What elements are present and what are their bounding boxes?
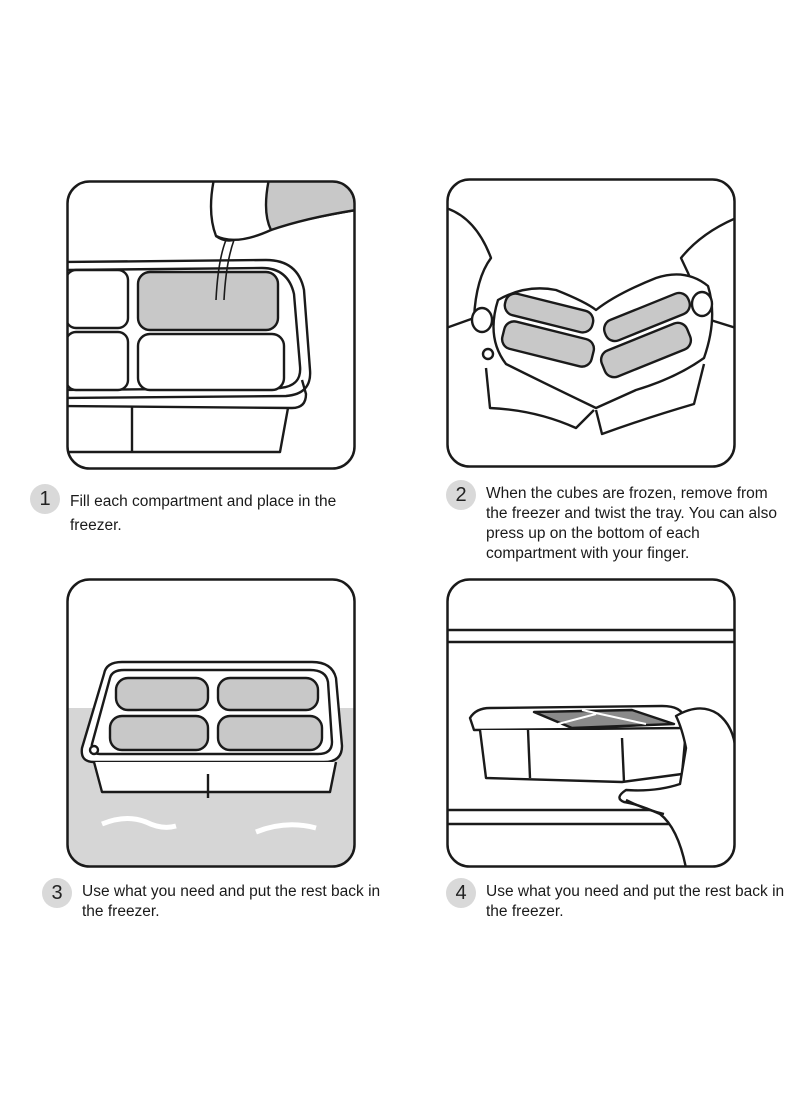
step-instruction: Fill each compartment and place in the f… bbox=[70, 493, 337, 534]
step-3-illustration bbox=[66, 578, 356, 868]
step-1-illustration bbox=[66, 180, 356, 470]
step-4-illustration bbox=[446, 578, 736, 868]
fill-tray-drawing bbox=[66, 180, 356, 470]
step-instruction: Use what you need and put the rest back … bbox=[486, 883, 785, 920]
step-number-badge: 4 bbox=[446, 878, 476, 908]
step-number-badge: 2 bbox=[446, 480, 476, 510]
twist-tray-drawing bbox=[446, 178, 736, 468]
step-instruction: When the cubes are frozen, remove from t… bbox=[486, 485, 777, 562]
step-2-illustration bbox=[446, 178, 736, 468]
step-number-badge: 3 bbox=[42, 878, 72, 908]
take-cubes-drawing bbox=[446, 578, 736, 868]
step-instruction: Use what you need and put the rest back … bbox=[82, 883, 381, 920]
frozen-tray-drawing bbox=[66, 578, 356, 868]
step-number-badge: 1 bbox=[30, 484, 60, 514]
